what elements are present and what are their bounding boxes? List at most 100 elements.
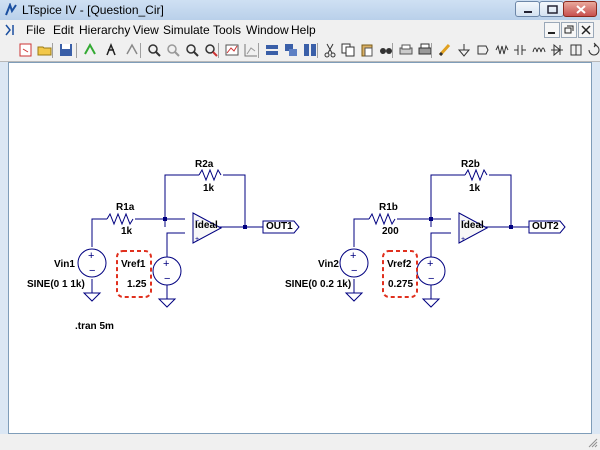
r2a-name: R2a: [195, 159, 214, 170]
halt-icon[interactable]: [124, 42, 140, 58]
ltspice-logo-icon: [5, 3, 17, 16]
tran-directive[interactable]: .tran 5m: [75, 321, 114, 332]
output-flag-out2[interactable]: [528, 220, 566, 234]
print-preview-icon[interactable]: [398, 42, 414, 58]
svg-text:−: −: [89, 265, 95, 277]
document-system-menu-icon[interactable]: [4, 23, 18, 37]
svg-text:+: +: [88, 250, 94, 262]
control-panel-icon[interactable]: [82, 42, 98, 58]
resistor-r2b[interactable]: [464, 168, 488, 182]
junction-dot: [429, 217, 433, 221]
output-flag-out1[interactable]: [262, 220, 300, 234]
tile-vertical-icon[interactable]: [302, 42, 318, 58]
resistor-r1a[interactable]: [106, 212, 134, 226]
schematic-svg: − + + − + −: [77, 168, 566, 308]
circuit1-wires: [91, 174, 263, 299]
restore-icon: [564, 25, 574, 34]
toolbar-separator: [392, 43, 393, 58]
copy-icon[interactable]: [340, 42, 356, 58]
pan-icon[interactable]: [165, 42, 181, 58]
cascade-icon[interactable]: [283, 42, 299, 58]
toolbar-separator: [52, 43, 53, 58]
vref1-value: 1.25: [127, 279, 147, 290]
voltage-source-vref2[interactable]: + −: [416, 256, 446, 286]
toolbar-separator: [317, 43, 318, 58]
maximize-icon: [547, 5, 558, 14]
minimize-icon: [524, 11, 532, 13]
zoom-out-icon[interactable]: [184, 42, 200, 58]
open-folder-icon[interactable]: [37, 42, 53, 58]
voltage-source-vref1[interactable]: + −: [152, 256, 182, 286]
menu-window[interactable]: Window: [246, 23, 289, 37]
grid-icon[interactable]: [243, 42, 259, 58]
label-net-icon[interactable]: [475, 42, 491, 58]
vref2-value: 0.275: [388, 279, 414, 290]
svg-text:+: +: [427, 258, 433, 270]
save-icon[interactable]: [58, 42, 74, 58]
r2b-name: R2b: [461, 159, 480, 170]
zoom-fit-icon[interactable]: [203, 42, 219, 58]
toolbar-separator: [431, 43, 432, 58]
opamp-1[interactable]: [192, 212, 223, 244]
window-title: LTspice IV - [Question_Cir]: [22, 3, 164, 17]
title-bar[interactable]: LTspice IV - [Question_Cir]: [0, 0, 600, 20]
opamp2-minus: −: [461, 218, 465, 225]
circuit2-components: − + + − + −: [339, 168, 566, 308]
circuit1-components: − + + − + −: [77, 168, 300, 308]
opamp-2[interactable]: [458, 212, 489, 244]
menu-file[interactable]: File: [26, 23, 46, 37]
resistor-icon[interactable]: [494, 42, 510, 58]
maximize-button[interactable]: [539, 1, 564, 17]
svg-text:−: −: [164, 273, 170, 285]
status-bar: [0, 434, 600, 450]
menu-view[interactable]: View: [133, 23, 159, 37]
r2a-value: 1k: [203, 183, 215, 194]
toolbar-separator: [258, 43, 259, 58]
close-icon: [581, 25, 591, 35]
capacitor-icon[interactable]: [512, 42, 528, 58]
opamp1-minus: −: [195, 218, 199, 225]
child-close-button[interactable]: [578, 22, 594, 38]
highlight-vref2: [382, 250, 418, 298]
toolbar-separator: [140, 43, 141, 58]
vref2-name: Vref2: [387, 259, 412, 270]
rotate-icon[interactable]: [586, 42, 600, 58]
run-icon[interactable]: [103, 42, 119, 58]
resize-grip-icon[interactable]: [588, 438, 598, 448]
resistor-r2a[interactable]: [198, 168, 222, 182]
child-restore-button[interactable]: [561, 22, 577, 38]
menu-edit[interactable]: Edit: [53, 23, 74, 37]
junction-dot: [163, 217, 167, 221]
diode-icon[interactable]: [549, 42, 565, 58]
opamp2-plus: +: [461, 236, 465, 243]
pencil-wire-icon[interactable]: [437, 42, 453, 58]
resistor-r1b[interactable]: [368, 212, 396, 226]
close-button[interactable]: [563, 1, 597, 17]
find-icon[interactable]: [378, 42, 394, 58]
minimize-button[interactable]: [515, 1, 540, 17]
child-minimize-button[interactable]: [544, 22, 560, 38]
menu-simulate[interactable]: Simulate: [163, 23, 210, 37]
voltage-source-vin2[interactable]: + −: [339, 248, 369, 278]
inductor-icon[interactable]: [531, 42, 547, 58]
print-icon[interactable]: [417, 42, 433, 58]
minimize-icon: [548, 32, 555, 34]
zoom-in-icon[interactable]: [146, 42, 162, 58]
voltage-source-vin1[interactable]: + −: [77, 248, 107, 278]
menu-tools[interactable]: Tools: [213, 23, 242, 37]
menu-hierarchy[interactable]: Hierarchy: [79, 23, 131, 37]
component-icon[interactable]: [568, 42, 584, 58]
tile-horizontal-icon[interactable]: [264, 42, 280, 58]
opamp2-label: Ideal: [461, 220, 484, 231]
svg-text:−: −: [428, 273, 434, 285]
vin1-name: Vin1: [54, 259, 75, 270]
ground-icon[interactable]: [456, 42, 472, 58]
schematic-canvas[interactable]: − + + − + −: [8, 62, 592, 434]
new-schematic-icon[interactable]: [18, 42, 34, 58]
paste-icon[interactable]: [359, 42, 375, 58]
cut-icon[interactable]: [322, 42, 338, 58]
menu-help[interactable]: Help: [291, 23, 316, 37]
autoscale-icon[interactable]: [224, 42, 240, 58]
child-window-controls: [544, 22, 596, 38]
svg-text:−: −: [351, 265, 357, 277]
